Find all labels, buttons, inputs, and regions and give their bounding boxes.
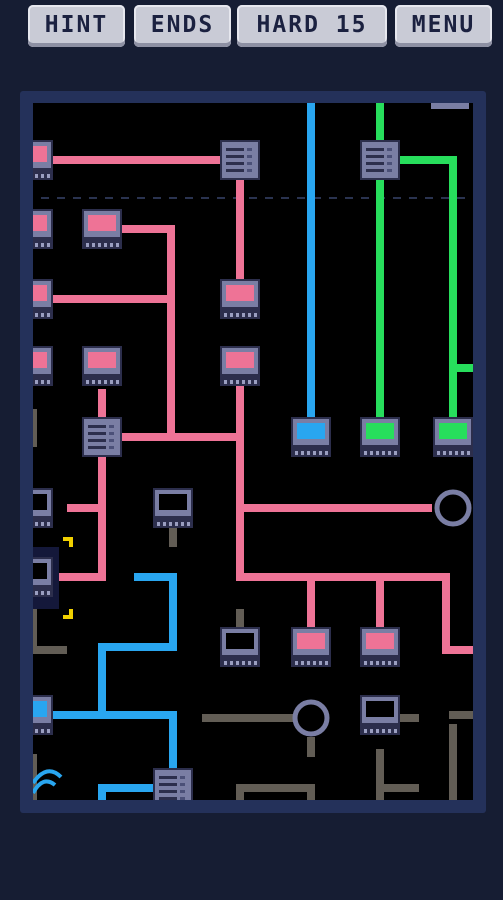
wifi-icon — [33, 779, 57, 795]
monitor-node[interactable] — [33, 488, 53, 528]
wire-gray[interactable] — [236, 784, 315, 800]
menu-button[interactable]: MENU — [395, 5, 492, 47]
wire-blue[interactable] — [98, 784, 157, 800]
puzzle-board[interactable] — [33, 103, 473, 800]
wire-gray[interactable] — [33, 573, 67, 654]
monitor-node[interactable] — [33, 140, 53, 180]
ends-button[interactable]: ENDS — [134, 5, 231, 47]
hub-node[interactable] — [292, 699, 330, 737]
level-button[interactable]: HARD 15 — [237, 5, 387, 47]
monitor-node[interactable] — [153, 488, 193, 528]
monitor-node[interactable] — [82, 209, 122, 249]
hint-button[interactable]: HINT — [28, 5, 125, 47]
monitor-node[interactable] — [220, 627, 260, 667]
monitor-node[interactable] — [33, 279, 53, 319]
hub-node[interactable] — [434, 489, 472, 527]
monitor-node[interactable] — [33, 346, 53, 386]
selection-corner — [63, 609, 73, 619]
monitor-node[interactable] — [33, 209, 53, 249]
server-node[interactable] — [360, 140, 400, 180]
network-grid[interactable] — [33, 103, 473, 800]
monitor-node[interactable] — [220, 279, 260, 319]
server-node[interactable] — [153, 768, 193, 800]
selection-corner — [63, 537, 73, 547]
monitor-node[interactable] — [360, 417, 400, 457]
selected-monitor-node[interactable] — [33, 557, 53, 597]
monitor-node[interactable] — [360, 627, 400, 667]
monitor-node[interactable] — [360, 695, 400, 735]
wire-pink[interactable] — [98, 225, 175, 441]
wire-green[interactable] — [376, 156, 457, 429]
top-edge-cap — [431, 103, 469, 109]
server-node[interactable] — [82, 417, 122, 457]
monitor-node[interactable] — [33, 695, 53, 735]
monitor-node[interactable] — [291, 417, 331, 457]
monitor-node[interactable] — [291, 627, 331, 667]
wifi-icon — [33, 769, 63, 785]
monitor-node[interactable] — [82, 346, 122, 386]
toolbar: HINT ENDS HARD 15 MENU — [0, 0, 503, 60]
monitor-node[interactable] — [220, 346, 260, 386]
wire-blue[interactable] — [33, 573, 177, 719]
wire-pink[interactable] — [57, 433, 106, 581]
monitor-node[interactable] — [433, 417, 473, 457]
server-node[interactable] — [220, 140, 260, 180]
wire-blue[interactable] — [98, 711, 177, 775]
